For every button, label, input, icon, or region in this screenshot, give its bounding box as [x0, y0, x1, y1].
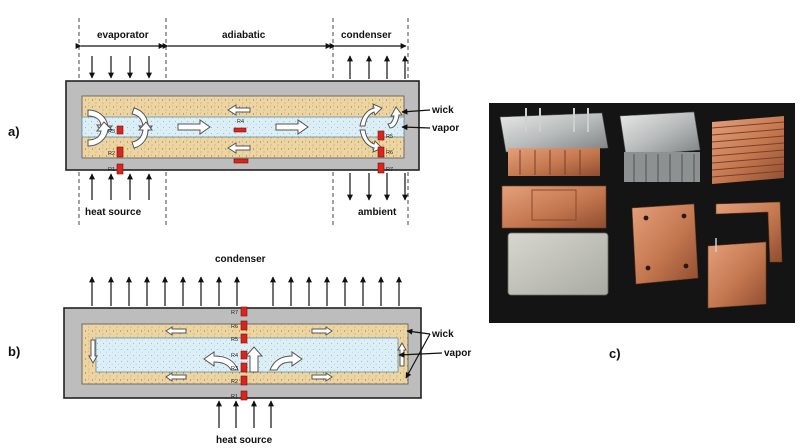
resistor-r8: [233, 158, 249, 164]
condenser-label: condenser: [341, 30, 392, 41]
evaporation-arrows: [87, 107, 153, 149]
liquid-return-arrows: [227, 104, 251, 154]
panel-b-tag: b): [8, 344, 20, 359]
resistor-label-r1: R1: [108, 167, 115, 173]
resistor-r1: [116, 163, 124, 175]
resistor-r6: [377, 146, 385, 158]
resistor-label-r6: R6: [386, 150, 393, 156]
wick-label-b: wick: [431, 329, 454, 340]
resistor-label-r1-b: R1: [231, 394, 238, 400]
heatsink-copper-fins: [711, 116, 785, 184]
heatsink-aluminum-left: [499, 108, 609, 176]
resistor-r5: [377, 130, 385, 141]
resistor-r2: [116, 146, 124, 158]
heat-input-arrows-bottom: [89, 173, 152, 200]
panel-c-tag: c): [609, 346, 621, 361]
wick-leader-b: [406, 328, 431, 335]
condensation-arrows: [359, 103, 403, 153]
resistor-r5-b: [240, 333, 248, 344]
adiabatic-label: adiabatic: [222, 30, 266, 41]
panel-a: a) evaporator adiabatic condenser: [8, 18, 459, 228]
ambient-label: ambient: [358, 207, 397, 218]
resistor-r4-b: [240, 350, 248, 360]
vapor-label: vapor: [432, 123, 459, 134]
vapor-chamber-copper: [631, 203, 699, 285]
resistor-label-r3-b: R3: [231, 366, 238, 372]
wick-leader-b2: [405, 333, 431, 379]
resistor-r7-b: [240, 306, 248, 317]
heat-input-arrows-top: [89, 56, 152, 79]
resistor-label-r3: R3: [108, 129, 115, 135]
copper-heat-pipe-l: [707, 201, 783, 309]
evaporator-label: evaporator: [97, 30, 149, 41]
vapor-flow-arrows-b: [203, 346, 303, 373]
resistor-r3-b: [240, 362, 248, 373]
vapor-flow-arrows: [177, 119, 309, 135]
vapor-label-b: vapor: [444, 348, 471, 359]
vapor-leader: [401, 124, 431, 131]
resistor-label-r7: R7: [386, 167, 393, 173]
resistor-label-r7-b: R7: [231, 310, 238, 316]
panel-a-tag: a): [8, 124, 20, 139]
heatsink-finned-middle: [619, 111, 701, 182]
resistor-label-r4-b: R4: [231, 353, 238, 359]
heat-input-arrows-b: [216, 400, 274, 428]
resistor-label-r6-b: R6: [231, 324, 238, 330]
resistor-label-r2: R2: [108, 151, 115, 157]
resistor-label-r5-b: R5: [231, 337, 238, 343]
resistor-r7: [377, 162, 385, 174]
wick-leader: [401, 108, 431, 115]
heat-output-arrows-b: [89, 276, 402, 306]
heat-output-arrows-top: [347, 55, 408, 79]
resistor-label-r4: R4: [237, 119, 244, 125]
panel-b: b) condenser: [8, 254, 471, 446]
wick-label: wick: [431, 105, 454, 116]
heat-output-arrows-bottom: [347, 173, 408, 201]
panel-c: c): [489, 103, 795, 361]
resistor-r4: [233, 127, 247, 133]
vapor-leader-b: [398, 351, 443, 358]
aluminum-plate-large: [507, 232, 609, 296]
resistor-r3: [116, 125, 124, 135]
resistor-label-r2-b: R2: [231, 379, 238, 385]
heat-source-label-b: heat source: [216, 435, 273, 446]
resistor-label-r5: R5: [386, 134, 393, 140]
resistor-r1-b: [240, 390, 248, 401]
liquid-return-arrows-b: [88, 326, 407, 382]
resistor-r2-b: [240, 375, 248, 386]
heat-source-label-a: heat source: [85, 207, 142, 218]
resistor-r6-b: [240, 320, 248, 331]
copper-plate-left: [501, 185, 607, 229]
condenser-label-b: condenser: [215, 254, 266, 265]
